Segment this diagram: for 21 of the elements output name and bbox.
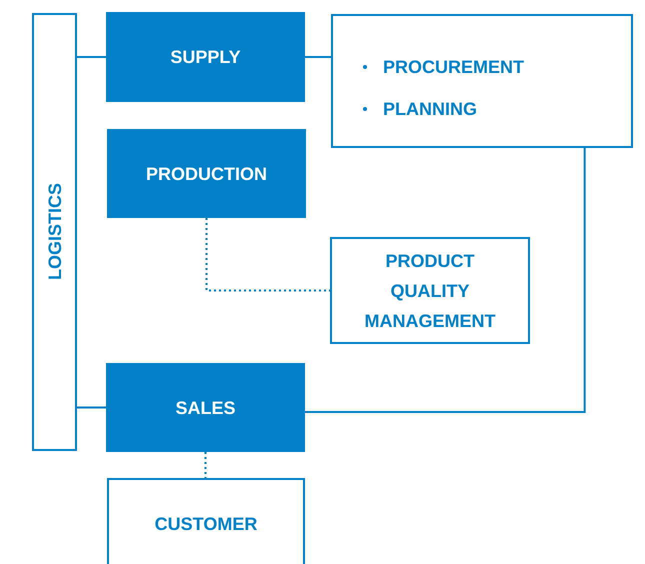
connector-line: [305, 148, 586, 413]
outline-box: [330, 237, 530, 344]
connector-line: [206, 218, 330, 292]
connector-line: [204, 452, 206, 478]
connector-line: [77, 56, 106, 58]
node-label: PRODUCTION: [146, 162, 267, 186]
list-item-text: PROCUREMENT: [383, 56, 524, 79]
connector-line: [305, 56, 331, 58]
list-box: [331, 14, 633, 148]
node-label: LOGISTICS: [44, 183, 66, 280]
node-label: SUPPLY: [170, 46, 241, 69]
filled-box: [106, 12, 305, 102]
filled-box: [107, 129, 306, 218]
connector-line: [77, 406, 106, 408]
node-label: PRODUCT QUALITY MANAGEMENT: [364, 250, 496, 332]
filled-box: [106, 363, 305, 452]
node-label: CUSTOMER: [154, 513, 258, 536]
list-item-text: PLANNING: [383, 98, 477, 121]
outline-box: [107, 478, 305, 564]
node-label: SALES: [175, 396, 236, 420]
vertical-band: [32, 13, 77, 451]
